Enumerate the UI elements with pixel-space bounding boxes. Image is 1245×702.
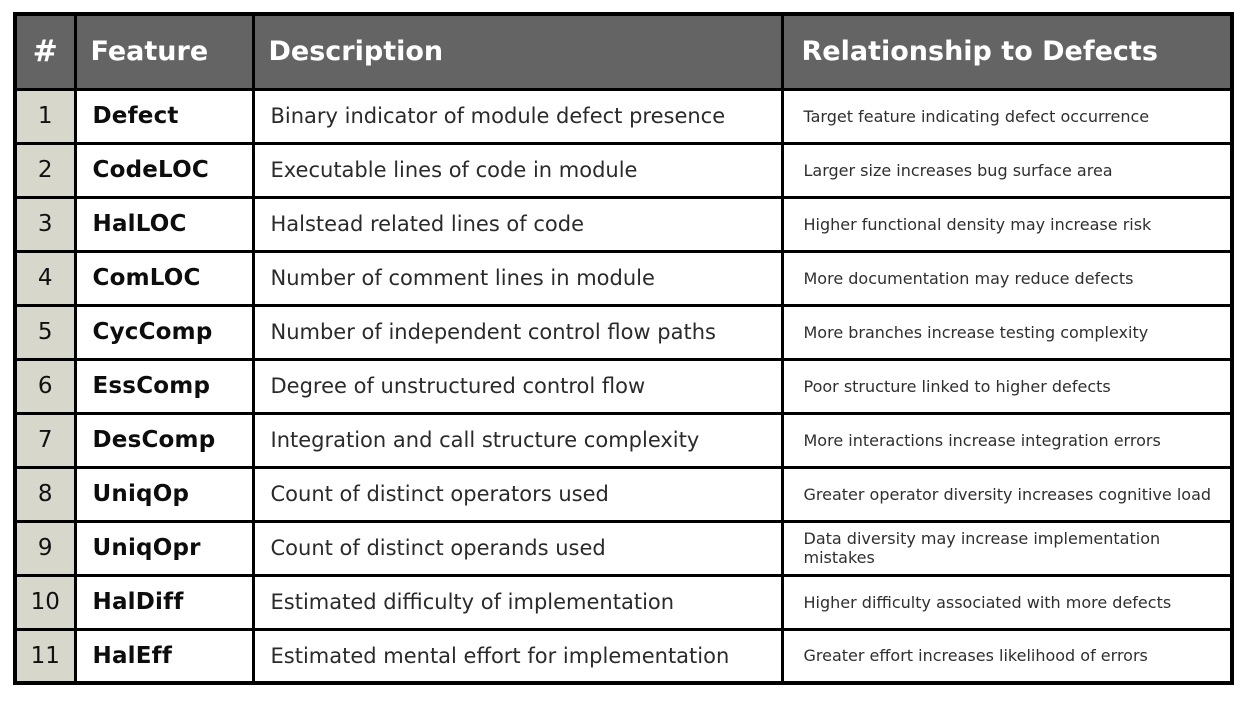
column-header-relationship: Relationship to Defects <box>780 12 1234 91</box>
feature-name-cell: Defect <box>73 87 255 145</box>
relationship-cell: Larger size increases bug surface area <box>780 141 1234 199</box>
row-index-cell: 7 <box>13 411 77 469</box>
row-index-cell: 1 <box>13 87 77 145</box>
relationship-cell: More documentation may reduce defects <box>780 249 1234 307</box>
relationship-cell: Higher functional density may increase r… <box>780 195 1234 253</box>
description-cell: Estimated mental effort for implementati… <box>251 627 784 685</box>
relationship-cell: Target feature indicating defect occurre… <box>780 87 1234 145</box>
description-cell: Halstead related lines of code <box>251 195 784 253</box>
relationship-cell: More branches increase testing complexit… <box>780 303 1234 361</box>
relationship-cell: Greater effort increases likelihood of e… <box>780 627 1234 685</box>
feature-name-cell: CodeLOC <box>73 141 255 199</box>
feature-name-cell: DesComp <box>73 411 255 469</box>
column-header-index: # <box>13 12 77 91</box>
row-index-cell: 5 <box>13 303 77 361</box>
feature-name-cell: HalEff <box>73 627 255 685</box>
row-index-cell: 3 <box>13 195 77 253</box>
feature-name-cell: UniqOpr <box>73 519 255 577</box>
table-header-row: # Feature Description Relationship to De… <box>13 12 1234 91</box>
row-index-cell: 11 <box>13 627 77 685</box>
table-header: # Feature Description Relationship to De… <box>13 12 1234 91</box>
description-cell: Number of independent control flow paths <box>251 303 784 361</box>
feature-name-cell: ComLOC <box>73 249 255 307</box>
row-index-cell: 4 <box>13 249 77 307</box>
description-cell: Binary indicator of module defect presen… <box>251 87 784 145</box>
column-header-feature: Feature <box>73 12 255 91</box>
feature-table-container: # Feature Description Relationship to De… <box>13 12 1234 690</box>
feature-name-cell: CycComp <box>73 303 255 361</box>
relationship-cell: Poor structure linked to higher defects <box>780 357 1234 415</box>
description-cell: Number of comment lines in module <box>251 249 784 307</box>
relationship-cell: Greater operator diversity increases cog… <box>780 465 1234 523</box>
description-cell: Executable lines of code in module <box>251 141 784 199</box>
description-cell: Count of distinct operands used <box>251 519 784 577</box>
row-index-cell: 8 <box>13 465 77 523</box>
feature-name-cell: UniqOp <box>73 465 255 523</box>
relationship-cell: Higher difficulty associated with more d… <box>780 573 1234 631</box>
description-cell: Degree of unstructured control flow <box>251 357 784 415</box>
row-index-cell: 9 <box>13 519 77 577</box>
relationship-cell: Data diversity may increase implementati… <box>780 519 1234 577</box>
row-index-cell: 2 <box>13 141 77 199</box>
feature-name-cell: EssComp <box>73 357 255 415</box>
software-defect-feature-table: # Feature Description Relationship to De… <box>13 12 1234 685</box>
description-cell: Integration and call structure complexit… <box>251 411 784 469</box>
feature-name-cell: HalDiff <box>73 573 255 631</box>
relationship-cell: More interactions increase integration e… <box>780 411 1234 469</box>
row-index-cell: 10 <box>13 573 77 631</box>
description-cell: Estimated difficulty of implementation <box>251 573 784 631</box>
column-header-description: Description <box>251 12 784 91</box>
row-index-cell: 6 <box>13 357 77 415</box>
description-cell: Count of distinct operators used <box>251 465 784 523</box>
feature-name-cell: HalLOC <box>73 195 255 253</box>
